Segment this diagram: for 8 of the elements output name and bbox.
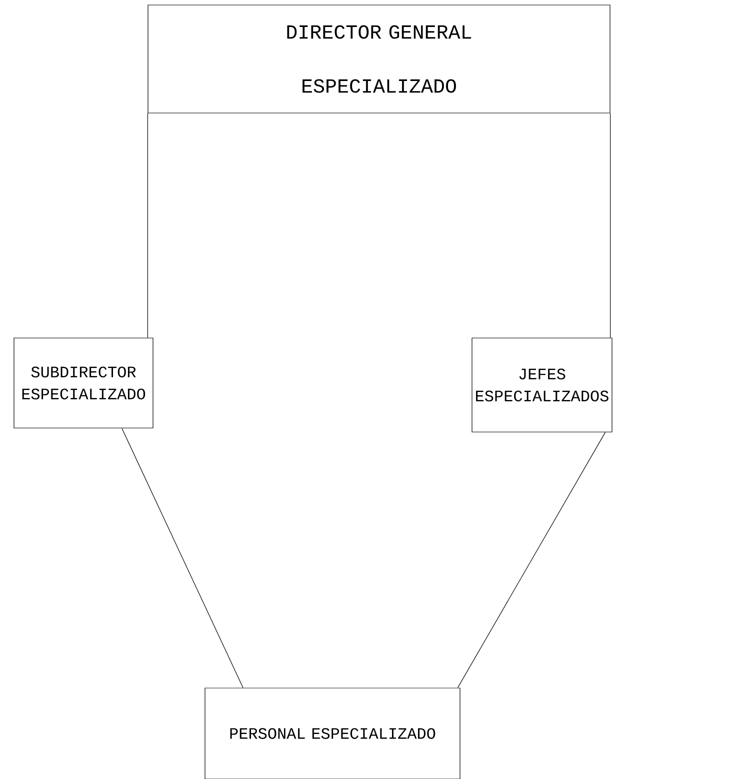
box: JEFES ESPECIALIZADOS	[472, 338, 612, 432]
box: DIRECTOR GENERAL ESPECIALIZADO	[148, 4, 610, 114]
connector-line	[610, 113, 611, 338]
connector-line	[147, 113, 148, 338]
connector-line	[457, 432, 606, 688]
box: PERSONAL ESPECIALIZADO	[204, 688, 460, 779]
connector-line	[122, 428, 244, 688]
box: SUBDIRECTOR ESPECIALIZADO	[14, 338, 154, 428]
